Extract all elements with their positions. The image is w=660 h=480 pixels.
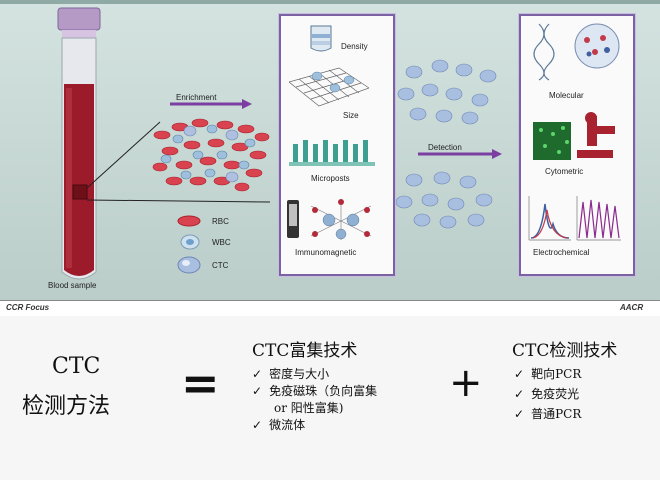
detection-item-2: ✓免疫荧光 xyxy=(514,387,580,401)
detection-methods-panel: Molecular Cytometric Electrochemical xyxy=(519,14,635,276)
enrichment-arrow-icon xyxy=(170,99,252,109)
method-cytometric: Cytometric xyxy=(545,167,584,176)
legend-rbc: RBC xyxy=(212,217,229,226)
cytometric-icon xyxy=(533,112,615,160)
detection-title: CTC检测技术 xyxy=(512,341,618,361)
ctc-icon xyxy=(177,256,201,274)
method-molecular: Molecular xyxy=(549,91,584,100)
enrichment-title: CTC富集技术 xyxy=(252,341,358,361)
wbc-icon xyxy=(180,234,200,250)
check-icon: ✓ xyxy=(514,367,525,381)
enrichment-item-2: ✓免疫磁珠（负向富集 xyxy=(252,384,378,398)
method-electrochemical: Electrochemical xyxy=(533,248,590,257)
blood-sample-label: Blood sample xyxy=(48,281,97,290)
figure-footer xyxy=(0,300,660,316)
method-microposts: Microposts xyxy=(311,174,350,183)
enrichment-methods-panel: Density Size Microposts xyxy=(279,14,395,276)
caption-aacr: AACR xyxy=(620,303,644,312)
check-icon: ✓ xyxy=(252,384,263,398)
size-filter-icon xyxy=(289,67,369,107)
legend-ctc: CTC xyxy=(212,261,229,270)
method-size: Size xyxy=(343,111,359,120)
blood-tube-icon xyxy=(57,7,101,280)
density-icon xyxy=(310,25,332,52)
enrichment-item-3: ✓微流体 xyxy=(252,418,306,432)
cell-mixture xyxy=(152,118,270,192)
left-title-line1: CTC xyxy=(52,354,101,379)
enriched-ctc-cluster-top xyxy=(397,59,497,125)
equals-sign: = xyxy=(181,356,220,410)
legend-wbc: WBC xyxy=(212,238,231,247)
molecular-icon xyxy=(533,23,620,81)
zoom-lines xyxy=(86,121,271,203)
immunomagnetic-icon xyxy=(287,199,372,240)
enrichment-item-2-cont: or 阳性富集) xyxy=(274,401,344,415)
top-rule xyxy=(0,0,660,4)
enrichment-item-1: ✓密度与大小 xyxy=(252,367,330,381)
enrichment-label: Enrichment xyxy=(176,93,217,102)
check-icon: ✓ xyxy=(514,407,525,421)
detection-item-1: ✓靶向PCR xyxy=(514,367,582,381)
plus-sign: + xyxy=(449,360,483,406)
left-title-line2: 检测方法 xyxy=(22,394,111,419)
check-icon: ✓ xyxy=(514,387,525,401)
microposts-icon xyxy=(289,140,375,166)
detection-label: Detection xyxy=(428,143,462,152)
ctc-figure: Blood sample Enrichment RBC xyxy=(0,0,660,316)
rbc-icon xyxy=(177,215,201,227)
electrochemical-icon xyxy=(528,196,621,241)
method-density: Density xyxy=(341,42,368,51)
detection-item-3: ✓普通PCR xyxy=(514,407,582,421)
method-immunomagnetic: Immunomagnetic xyxy=(295,248,357,257)
caption-ccr-focus: CCR Focus xyxy=(6,303,50,312)
check-icon: ✓ xyxy=(252,418,263,432)
check-icon: ✓ xyxy=(252,367,263,381)
enriched-ctc-cluster-bottom xyxy=(396,171,493,229)
detection-arrow-icon xyxy=(418,149,502,159)
